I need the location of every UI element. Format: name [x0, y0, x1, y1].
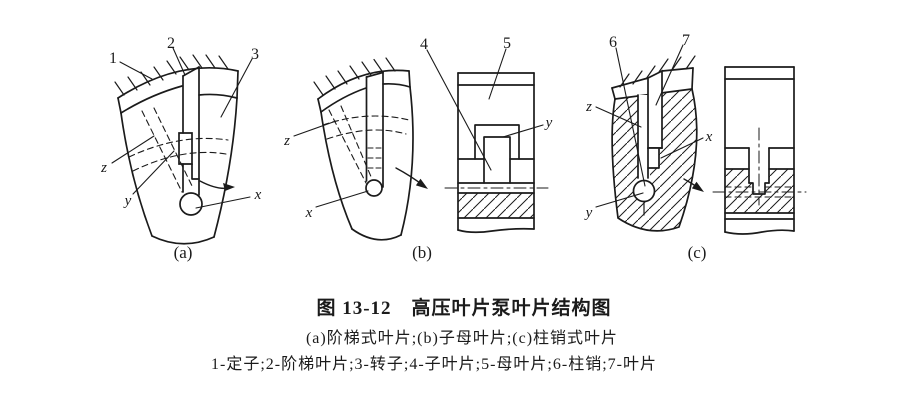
- panel-b-label: (b): [412, 243, 432, 262]
- callout-1: 1: [109, 50, 117, 67]
- panel-a-drawing: 1 2 3 z y x (a): [100, 35, 262, 262]
- leader-lines: [595, 44, 704, 208]
- rotor-wedge: [320, 86, 414, 241]
- callout-x-b: x: [305, 205, 313, 221]
- figure-caption-title: 图 13-12 高压叶片泵叶片结构图: [316, 298, 612, 319]
- callout-x-a: x: [254, 187, 262, 203]
- callout-2: 2: [167, 35, 175, 52]
- stator-hatch-ticks: [619, 55, 696, 88]
- stator-ring: [117, 66, 239, 114]
- pin-slot: [748, 147, 770, 184]
- callout-3: 3: [251, 46, 259, 63]
- mother-blade-slot: [474, 124, 520, 160]
- rotor-wedge: [120, 97, 238, 245]
- callout-y-b: y: [544, 115, 553, 131]
- leader-lines: [111, 47, 253, 209]
- vane-blade: [365, 71, 384, 197]
- rotation-arrow-icon: [199, 180, 235, 191]
- stator-ring: [611, 67, 694, 100]
- vane-pump-diagram: 1 2 3 z y x (a): [100, 32, 807, 262]
- slot-bottom-circle: [179, 192, 203, 216]
- leader-lines: [293, 48, 544, 208]
- vane-blade: [647, 69, 663, 149]
- stator-hatch-ticks: [114, 54, 229, 96]
- callout-4: 4: [420, 36, 428, 53]
- panel-c-label: (c): [688, 243, 707, 262]
- callout-z-c: z: [585, 99, 592, 115]
- panel-c-drawing: 6 7 z x y (c): [584, 32, 807, 262]
- stator-hatch-ticks: [313, 57, 396, 96]
- callout-5: 5: [503, 35, 511, 52]
- slot-bottom-circle: [365, 179, 383, 197]
- panel-a-label: (a): [174, 243, 193, 262]
- callout-6: 6: [609, 34, 617, 51]
- hidden-dashed-lines: [128, 107, 229, 193]
- callout-x-c: x: [705, 129, 713, 145]
- blade-section-view: [444, 72, 549, 234]
- blade-step: [648, 148, 659, 168]
- callout-7: 7: [682, 32, 690, 49]
- stator-ring: [317, 69, 411, 113]
- hatch-region: [458, 193, 534, 218]
- stepped-vane-blade: [178, 66, 203, 216]
- callout-y-c: y: [584, 205, 593, 221]
- rotation-arrow-icon: [683, 178, 704, 192]
- panel-b-drawing: z x 4 5 y (b): [283, 35, 553, 262]
- blade-step-collar: [178, 132, 193, 165]
- child-blade: [483, 136, 511, 184]
- callout-y-a: y: [123, 193, 132, 209]
- callout-z-b: z: [283, 133, 290, 149]
- rotation-arrow-icon: [395, 167, 428, 189]
- slot-clearance: [638, 95, 650, 182]
- figure-caption-subtitle: (a)阶梯式叶片;(b)子母叶片;(c)柱销式叶片: [305, 330, 619, 347]
- pin-section-view: [712, 66, 807, 235]
- break-line: [457, 227, 535, 234]
- figure-caption-legend: 1-定子;2-阶梯叶片;3-转子;4-子叶片;5-母叶片;6-柱销;7-叶片: [211, 356, 657, 373]
- break-line: [724, 229, 795, 235]
- callout-z-a: z: [100, 160, 107, 176]
